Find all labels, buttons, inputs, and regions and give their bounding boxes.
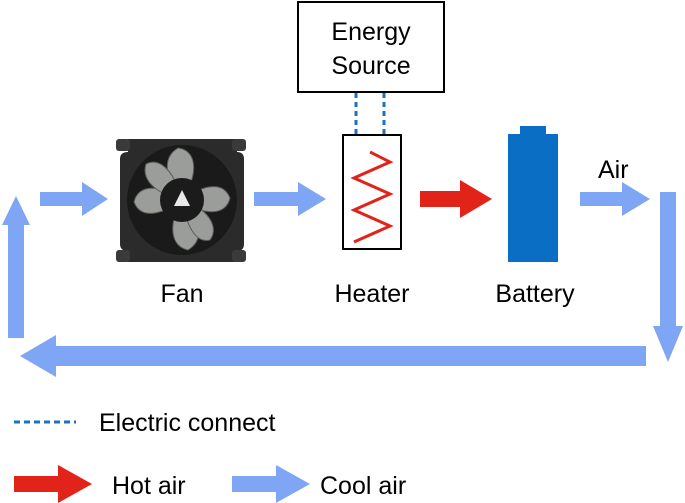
cool-air-arrow-down-right bbox=[653, 192, 683, 362]
fan-logo bbox=[174, 190, 190, 206]
cool-air-arrow-to-fan bbox=[40, 182, 108, 216]
cool-air-arrow-up-left bbox=[2, 196, 30, 338]
fan-icon bbox=[116, 139, 246, 262]
legend-cool-air-label: Cool air bbox=[320, 472, 406, 500]
legend-hot-air-swatch bbox=[14, 465, 92, 503]
fan-corner-br bbox=[232, 250, 246, 262]
cool-air-arrow-to-heater bbox=[254, 182, 326, 216]
fan-corner-tl bbox=[116, 139, 130, 151]
battery-icon bbox=[508, 126, 558, 262]
legend-cool-air-swatch bbox=[232, 465, 310, 503]
legend-electric-label: Electric connect bbox=[99, 409, 276, 437]
energy-source: Energy Source bbox=[297, 1, 445, 93]
air-label: Air bbox=[598, 156, 629, 184]
battery-label: Battery bbox=[495, 280, 575, 308]
heater-label: Heater bbox=[334, 280, 409, 308]
heater-coil bbox=[350, 150, 394, 244]
battery-body bbox=[508, 134, 558, 262]
cool-air-flow bbox=[2, 182, 683, 377]
battery-terminal bbox=[520, 126, 546, 136]
fan-label: Fan bbox=[160, 280, 203, 308]
legend: Electric connect Hot air Cool air bbox=[14, 409, 406, 503]
heater-icon bbox=[342, 134, 402, 250]
energy-source-label-line1: Energy bbox=[331, 18, 411, 46]
hot-air-arrow bbox=[420, 180, 492, 218]
legend-hot-air-label: Hot air bbox=[112, 472, 186, 500]
fan-corner-tr bbox=[232, 139, 246, 151]
cool-air-arrow-from-battery bbox=[580, 182, 650, 216]
energy-source-box bbox=[297, 1, 445, 93]
cool-air-arrow-return bbox=[20, 335, 646, 377]
fan-corner-bl bbox=[116, 250, 130, 262]
electric-connections bbox=[354, 93, 386, 135]
energy-source-label-line2: Source bbox=[331, 52, 410, 80]
